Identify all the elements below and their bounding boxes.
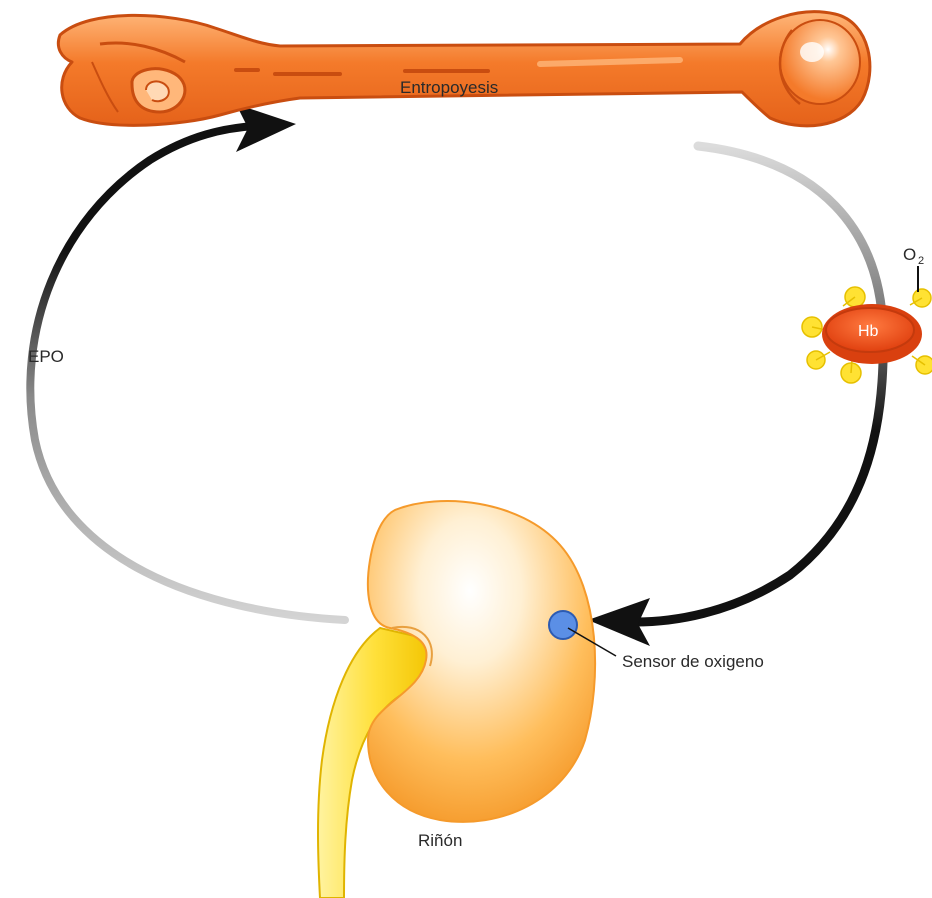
oxygen-sensor (549, 611, 577, 639)
circulation-path-right (635, 146, 883, 622)
epo-label: EPO (28, 347, 64, 366)
bone-label: Entropoyesis (400, 78, 498, 97)
sensor-label: Sensor de oxigeno (622, 652, 764, 671)
bone (58, 12, 870, 126)
o2-subscript: 2 (918, 255, 924, 267)
epo-path (30, 126, 345, 620)
o2-label: O (903, 245, 916, 264)
hb-label: Hb (858, 323, 879, 340)
kidney-label: Riñón (418, 831, 462, 850)
